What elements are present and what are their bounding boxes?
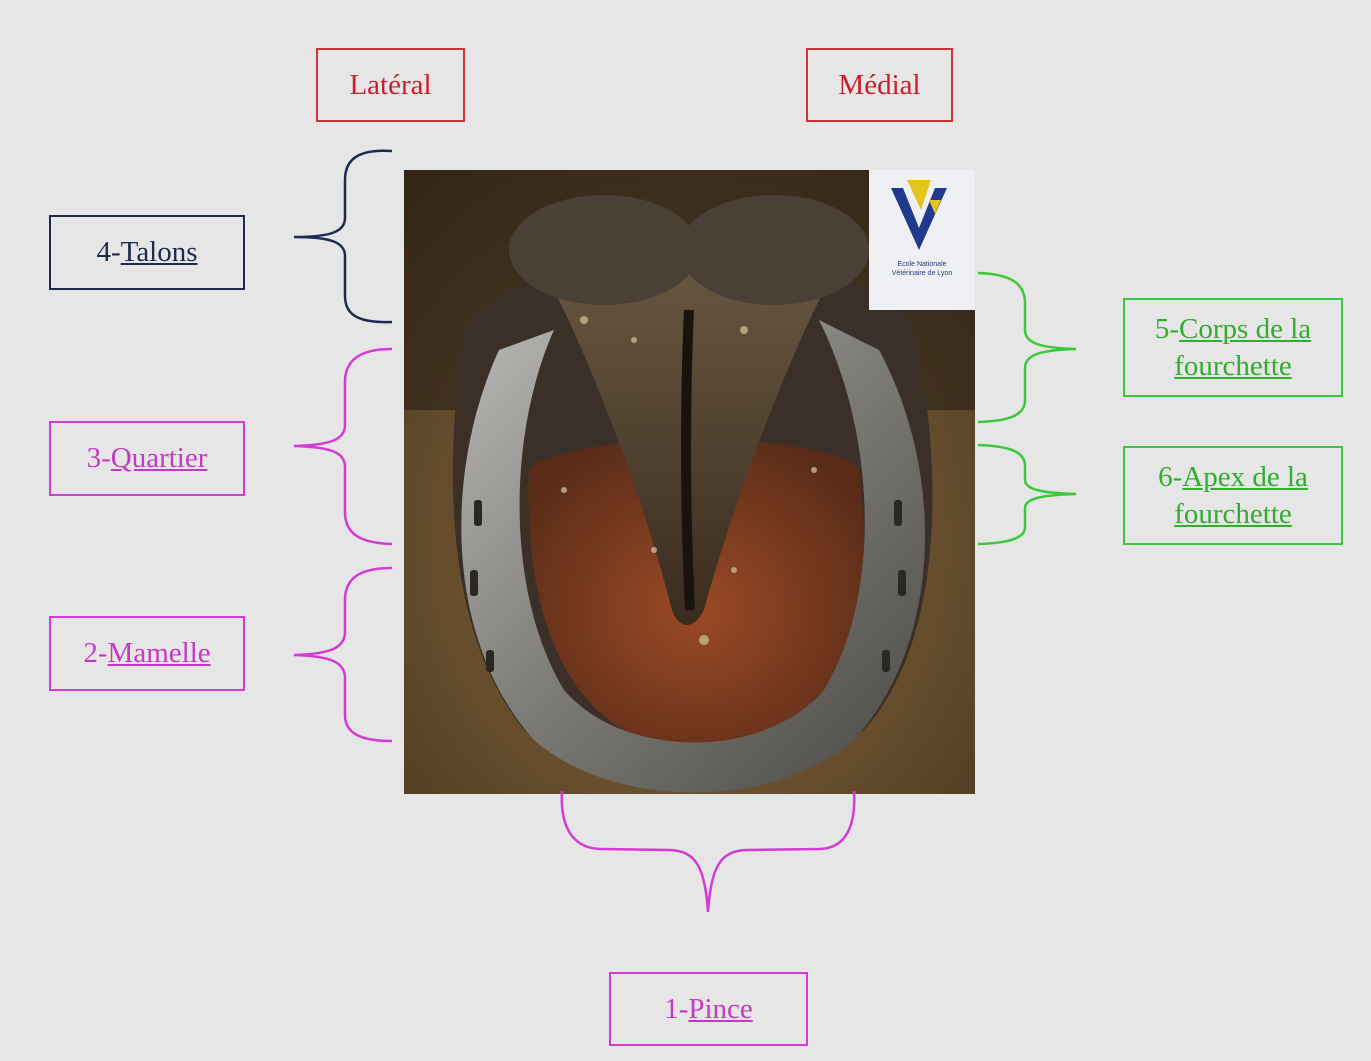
mamelle-brace [294, 568, 392, 741]
corps-brace [978, 273, 1076, 422]
pince-brace [562, 791, 854, 912]
talons-brace [294, 151, 392, 322]
apex-brace [978, 445, 1076, 544]
quartier-brace [294, 349, 392, 544]
